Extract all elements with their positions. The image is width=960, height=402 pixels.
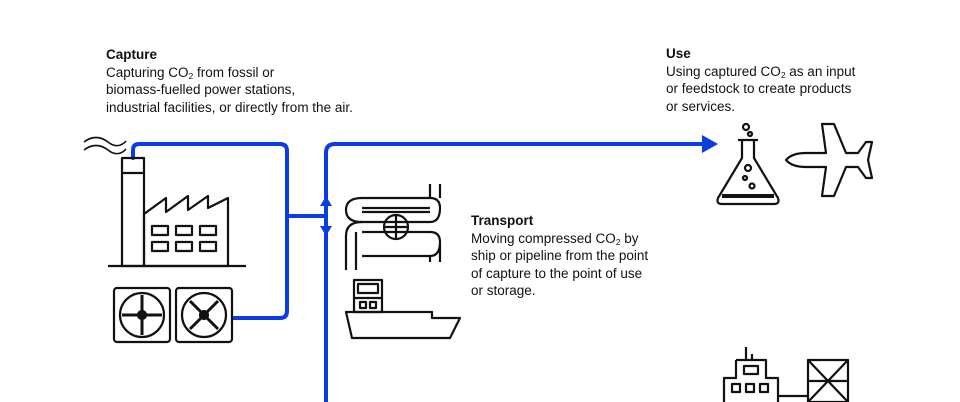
pipeline-icon <box>344 184 442 270</box>
transport-description: Transport Moving compressed CO2 by ship … <box>471 212 648 300</box>
transport-line-4: or storage. <box>471 283 536 298</box>
arrow-to-use-icon <box>702 135 718 153</box>
transport-line-1: Moving compressed CO2 by <box>471 230 639 247</box>
use-description: Use Using captured CO2 as an input or fe… <box>666 45 855 115</box>
transport-line-3: of capture to the point of use <box>471 265 643 281</box>
use-title: Use <box>666 46 691 61</box>
direct-air-capture-fan-icon <box>112 286 234 344</box>
capture-title: Capture <box>106 47 158 62</box>
transport-title: Transport <box>471 213 534 228</box>
ship-icon <box>344 278 462 340</box>
smoke-icon <box>83 136 127 147</box>
capture-line-2: biomass-fuelled power stations, <box>106 82 296 97</box>
flow-line-use <box>324 142 706 402</box>
capture-line-3: industrial facilities, or directly from … <box>106 99 353 115</box>
use-line-2: or feedstock to create products <box>666 81 852 96</box>
airplane-icon <box>784 122 874 198</box>
flow-line-fan <box>231 214 289 320</box>
chemistry-flask-icon <box>716 122 780 206</box>
flow-lines <box>131 142 706 402</box>
arrow-down-icon <box>320 226 332 236</box>
flow-line-factory <box>131 142 289 218</box>
arrow-up-icon <box>320 196 332 206</box>
storage-facility-icon <box>722 347 850 402</box>
use-line-3: or services. <box>666 98 736 114</box>
factory-icon <box>83 136 246 268</box>
capture-description: Capture Capturing CO2 from fossil or bio… <box>106 46 353 116</box>
use-line-1: Using captured CO2 as an input <box>666 63 856 80</box>
transport-line-2: ship or pipeline from the point <box>471 248 649 263</box>
capture-line-1: Capturing CO2 from fossil or <box>106 64 275 81</box>
